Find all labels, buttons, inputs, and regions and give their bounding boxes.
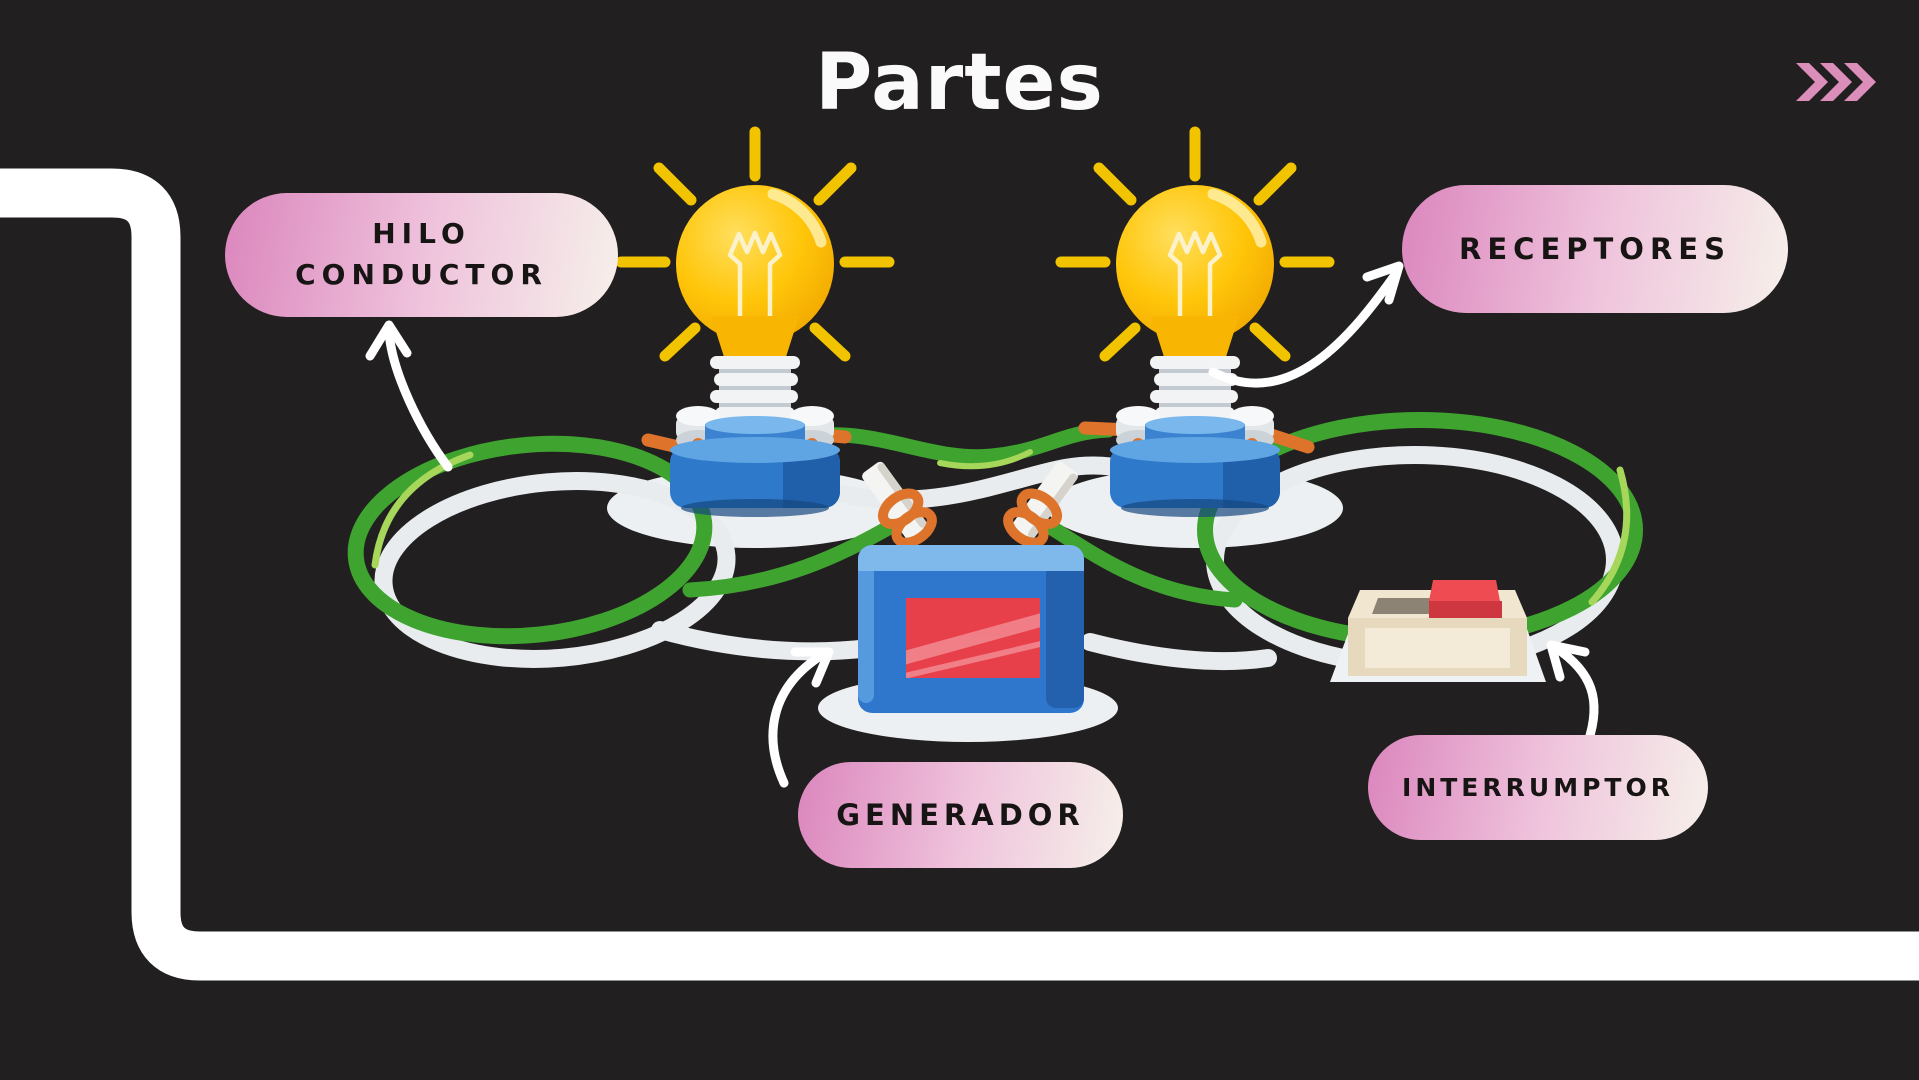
switch-button <box>1429 580 1502 618</box>
arrow-generador <box>768 647 834 788</box>
page-title: Partes <box>815 38 1104 128</box>
green-wires <box>347 412 1643 648</box>
label-receptores: RECEPTORES <box>1402 185 1788 313</box>
arrow-interrumptor <box>1546 640 1599 747</box>
label-generador: GENERADOR <box>798 762 1123 868</box>
arrow-hilo-conductor <box>365 320 453 472</box>
annotation-arrows <box>365 261 1599 788</box>
switch <box>1330 580 1546 682</box>
arrow-receptores <box>1208 261 1404 388</box>
generator-battery <box>854 456 1085 713</box>
slide-border-frame <box>0 168 1919 981</box>
label-hilo-conductor: HILO CONDUCTOR <box>225 193 618 317</box>
label-interrumptor: INTERRUMPTOR <box>1368 735 1708 840</box>
